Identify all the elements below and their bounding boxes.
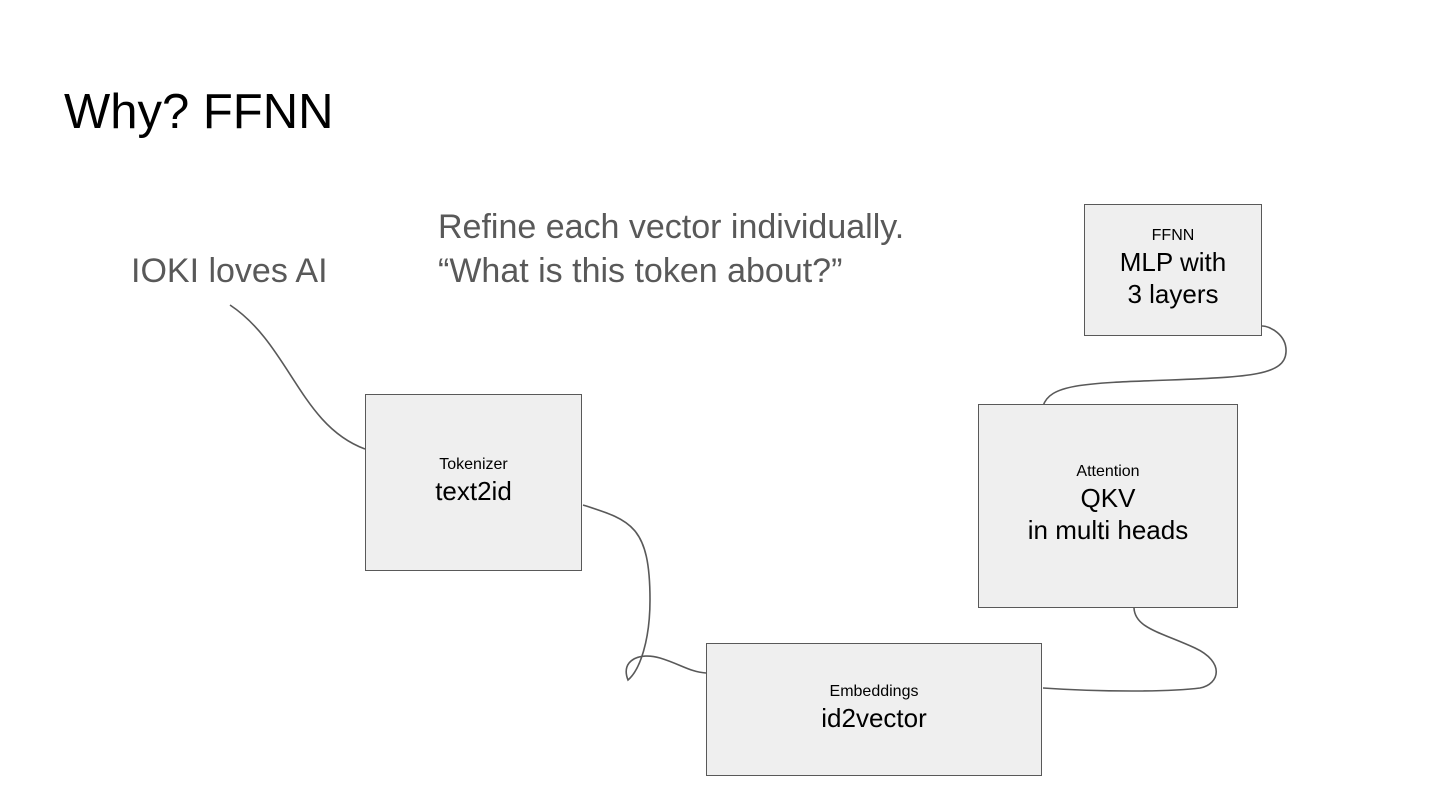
tokenizer-text: text2id bbox=[435, 475, 512, 506]
attention-box: Attention QKV in multi heads bbox=[978, 404, 1238, 608]
attention-text-1: QKV bbox=[1080, 483, 1136, 513]
embeddings-text: id2vector bbox=[821, 702, 927, 733]
tokenizer-box: Tokenizer text2id bbox=[365, 394, 582, 571]
caption: Refine each vector individually. “What i… bbox=[438, 205, 904, 293]
connector-embeddings-to-attention bbox=[1042, 607, 1217, 692]
ffnn-text-2: 3 layers bbox=[1127, 279, 1219, 309]
caption-line-2: “What is this token about?” bbox=[438, 252, 843, 290]
ffnn-label: FFNN bbox=[1151, 227, 1195, 244]
ffnn-text-1: MLP with bbox=[1119, 247, 1227, 277]
attention-text-2: in multi heads bbox=[1027, 515, 1189, 545]
input-text: IOKI loves AI bbox=[131, 252, 328, 290]
embeddings-box: Embeddings id2vector bbox=[706, 643, 1042, 776]
embeddings-label: Embeddings bbox=[829, 682, 919, 700]
connector-input-to-tokenizer bbox=[229, 304, 366, 450]
attention-label: Attention bbox=[1076, 463, 1140, 480]
tokenizer-label: Tokenizer bbox=[439, 455, 508, 473]
caption-line-1: Refine each vector individually. bbox=[438, 208, 905, 246]
slide-title: Why? FFNN bbox=[64, 85, 334, 139]
connector-attention-to-ffnn bbox=[1042, 325, 1287, 407]
connector-tokenizer-to-embeddings bbox=[582, 504, 707, 682]
ffnn-box: FFNN MLP with 3 layers bbox=[1084, 204, 1262, 336]
